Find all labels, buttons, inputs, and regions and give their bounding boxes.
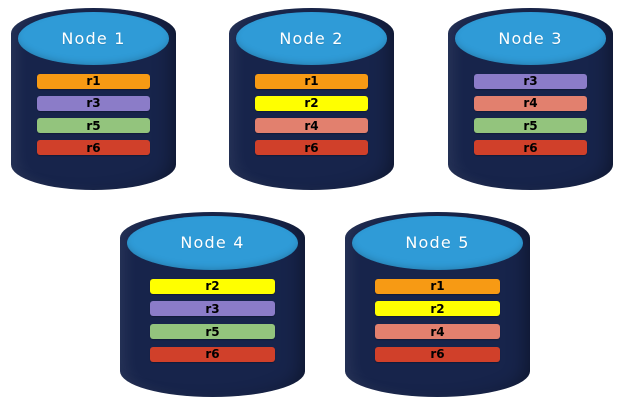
database-node-4[interactable]: Node 4 r2 r3 r5 r6 xyxy=(120,212,305,397)
replica-label: r5 xyxy=(86,118,101,133)
replica-bar-r4[interactable]: r4 xyxy=(255,118,368,134)
replica-label: r3 xyxy=(86,96,101,111)
replica-bar-r5[interactable]: r5 xyxy=(474,118,587,134)
replica-label: r1 xyxy=(430,279,445,294)
replica-bar-r3[interactable]: r3 xyxy=(474,73,587,89)
replica-list: r1 r2 r4 r6 xyxy=(374,278,501,362)
replica-label: r2 xyxy=(205,279,220,294)
replica-label: r5 xyxy=(205,324,220,339)
node-title: Node 4 xyxy=(180,233,245,253)
replica-bar-r6[interactable]: r6 xyxy=(149,346,276,362)
replica-bar-r2[interactable]: r2 xyxy=(149,278,276,294)
cylinder-top-icon: Node 4 xyxy=(127,216,298,270)
replica-label: r6 xyxy=(205,347,220,362)
replica-label: r4 xyxy=(304,118,319,133)
replica-label: r6 xyxy=(523,140,538,155)
node-title: Node 2 xyxy=(279,28,344,48)
replica-bar-r4[interactable]: r4 xyxy=(474,95,587,111)
replica-label: r2 xyxy=(304,96,319,111)
replica-bar-r5[interactable]: r5 xyxy=(149,324,276,340)
node-title: Node 5 xyxy=(405,233,470,253)
replica-bar-r3[interactable]: r3 xyxy=(149,301,276,317)
cylinder-top-icon: Node 3 xyxy=(454,12,607,65)
replica-label: r6 xyxy=(86,140,101,155)
database-node-2[interactable]: Node 2 r1 r2 r4 r6 xyxy=(229,8,394,190)
replica-bar-r4[interactable]: r4 xyxy=(374,324,501,340)
cylinder-top-icon: Node 2 xyxy=(235,12,388,65)
replica-label: r3 xyxy=(205,301,220,316)
replica-label: r5 xyxy=(523,118,538,133)
replica-list: r2 r3 r5 r6 xyxy=(149,278,276,362)
database-node-5[interactable]: Node 5 r1 r2 r4 r6 xyxy=(345,212,530,397)
node-title: Node 1 xyxy=(61,28,126,48)
replica-label: r6 xyxy=(304,140,319,155)
replica-bar-r6[interactable]: r6 xyxy=(255,140,368,156)
replica-bar-r6[interactable]: r6 xyxy=(374,346,501,362)
replica-bar-r6[interactable]: r6 xyxy=(37,140,150,156)
replica-bar-r1[interactable]: r1 xyxy=(255,73,368,89)
replica-bar-r3[interactable]: r3 xyxy=(37,95,150,111)
database-node-3[interactable]: Node 3 r3 r4 r5 r6 xyxy=(448,8,613,190)
replica-bar-r5[interactable]: r5 xyxy=(37,118,150,134)
replica-label: r3 xyxy=(523,74,538,89)
cylinder-top-icon: Node 1 xyxy=(17,12,170,65)
replica-label: r4 xyxy=(430,324,445,339)
replica-bar-r2[interactable]: r2 xyxy=(374,301,501,317)
replica-bar-r6[interactable]: r6 xyxy=(474,140,587,156)
replica-bar-r1[interactable]: r1 xyxy=(374,278,501,294)
replica-label: r2 xyxy=(430,301,445,316)
replica-label: r6 xyxy=(430,347,445,362)
replica-label: r1 xyxy=(304,74,319,89)
replica-list: r3 r4 r5 r6 xyxy=(474,73,587,156)
database-node-1[interactable]: Node 1 r1 r3 r5 r6 xyxy=(11,8,176,190)
replica-label: r1 xyxy=(86,74,101,89)
replica-list: r1 r3 r5 r6 xyxy=(37,73,150,156)
replica-bar-r1[interactable]: r1 xyxy=(37,73,150,89)
replica-list: r1 r2 r4 r6 xyxy=(255,73,368,156)
replica-label: r4 xyxy=(523,96,538,111)
replica-bar-r2[interactable]: r2 xyxy=(255,95,368,111)
node-title: Node 3 xyxy=(498,28,563,48)
cylinder-top-icon: Node 5 xyxy=(352,216,523,270)
